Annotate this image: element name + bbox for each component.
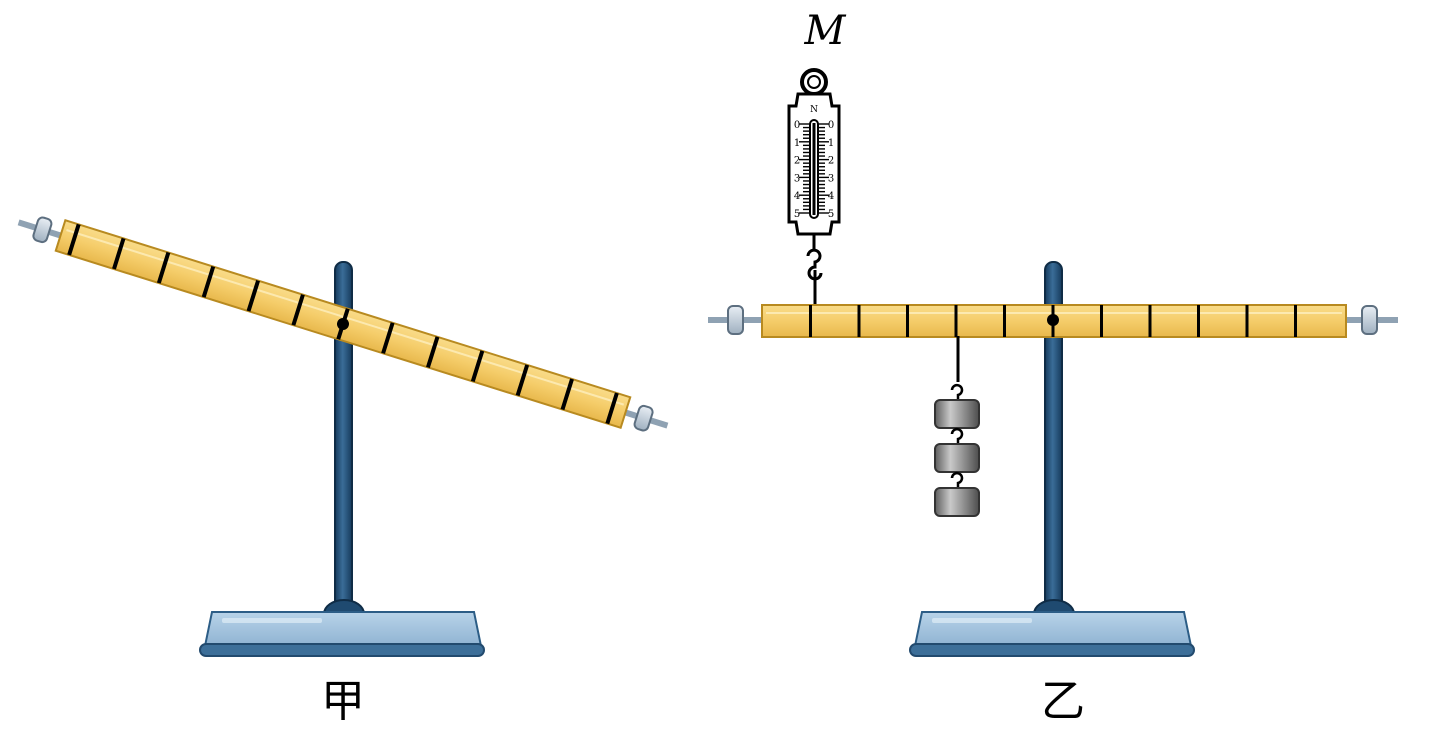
lever-a-tick	[515, 364, 530, 397]
weight-hook	[950, 471, 964, 488]
weight-block	[934, 487, 980, 517]
pivot-a	[337, 318, 349, 330]
hook-weight	[934, 383, 980, 429]
lever-a-tick	[201, 265, 216, 298]
lever-a-knob-right	[633, 404, 654, 432]
stand-joint-b	[1032, 599, 1076, 615]
stand-base-a	[199, 611, 485, 657]
lever-a-tick	[246, 280, 260, 312]
lever-a-ticks	[67, 223, 619, 425]
lever-a-tick	[291, 294, 305, 326]
caption-a: 甲	[321, 676, 365, 727]
spring-scale-ring	[800, 68, 828, 96]
lever-a-tick	[470, 350, 485, 383]
lever-a-tick	[67, 223, 81, 256]
lever-b	[708, 304, 1398, 338]
lever-a-tick	[605, 392, 619, 425]
lever-a-tick	[112, 237, 126, 270]
scale-number-left: 5	[794, 209, 800, 220]
lever-b-knob-left	[727, 305, 744, 335]
lever-a-tick	[381, 322, 395, 354]
weight-block	[934, 399, 980, 429]
figure-b: N 0 1 2 3 4 5 0 1 2 3 4 5	[708, 68, 1398, 657]
spring-scale-label: M	[804, 8, 846, 54]
caption-b: 乙	[1041, 676, 1085, 727]
spring-scale-ticks	[799, 123, 829, 214]
spring-scale-hook	[806, 248, 823, 281]
lever-a-tick	[560, 378, 574, 411]
figure-a	[17, 216, 669, 657]
scale-number-right: 3	[828, 173, 834, 184]
lever-a-tick	[156, 251, 171, 284]
scale-number-right: 5	[828, 209, 834, 220]
spring-scale-left-numbers: 0 1 2 3 4 5	[794, 120, 800, 220]
lever-a-knob-left	[32, 216, 53, 244]
scale-number-left: 2	[794, 156, 800, 167]
weight-hook	[950, 427, 964, 444]
spring-scale: N 0 1 2 3 4 5 0 1 2 3 4 5	[787, 68, 841, 281]
lever-b-ticks	[809, 305, 1297, 337]
hook-weight	[934, 471, 980, 517]
scale-number-right: 4	[828, 191, 834, 202]
spring-scale-unit: N	[810, 105, 818, 115]
scale-number-right: 1	[828, 138, 834, 149]
lever-a	[17, 216, 669, 432]
hook-weights	[934, 383, 980, 517]
scale-number-right: 2	[828, 156, 834, 167]
stand-base-b	[909, 611, 1195, 657]
pivot-b	[1047, 314, 1059, 326]
scale-number-left: 1	[794, 138, 800, 149]
scale-number-left: 0	[794, 120, 800, 131]
weight-block	[934, 443, 980, 473]
lever-b-knob-right	[1361, 305, 1378, 335]
lever-a-tick	[426, 336, 440, 368]
scale-number-left: 4	[794, 191, 800, 202]
stand-joint-a	[322, 599, 366, 615]
spring-scale-right-numbers: 0 1 2 3 4 5	[828, 120, 834, 220]
scale-number-left: 3	[794, 173, 800, 184]
weight-hook	[950, 383, 964, 400]
scale-number-right: 0	[828, 120, 834, 131]
hook-weight	[934, 427, 980, 473]
